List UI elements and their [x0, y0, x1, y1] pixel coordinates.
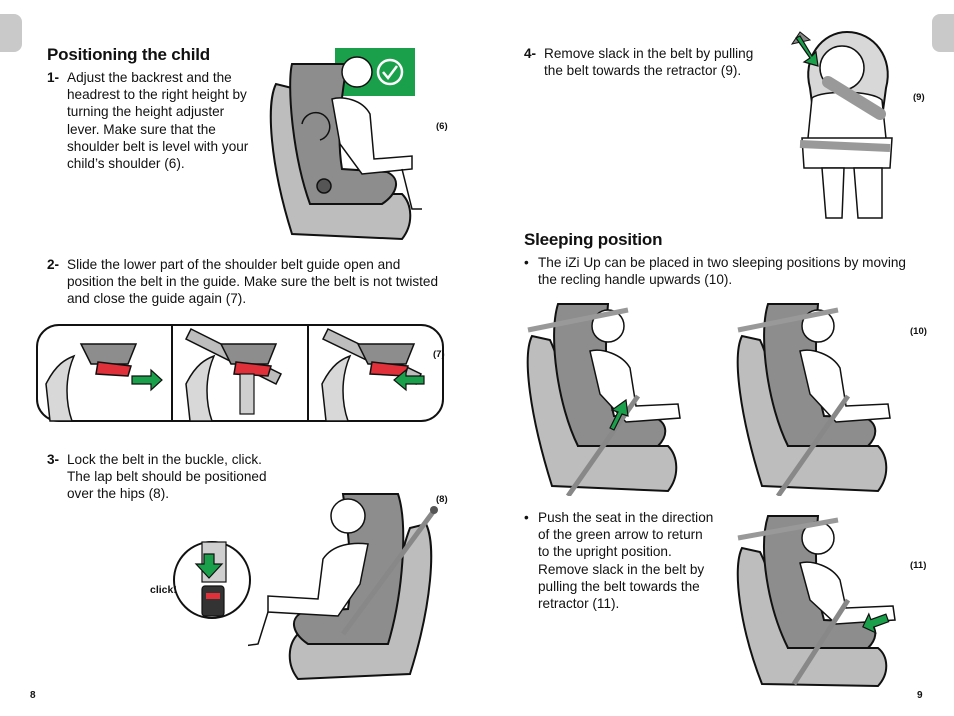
page-tab-left — [0, 14, 22, 52]
step-1-number: 1- — [47, 70, 60, 85]
figure-7-illustration — [36, 324, 444, 422]
step-1: 1- Adjust the backrest and the headrest … — [47, 69, 257, 172]
figure-11-label: (11) — [910, 560, 927, 571]
buckle-detail-illustration — [173, 541, 251, 619]
bullet-1-dot: • — [524, 255, 529, 270]
step-2-text: Slide the lower part of the shoulder bel… — [67, 257, 439, 307]
green-arrow-icon — [131, 368, 163, 392]
green-arrow-icon — [795, 35, 819, 67]
step-3: 3- Lock the belt in the buckle, click. T… — [47, 451, 272, 503]
step-3-number: 3- — [47, 452, 60, 467]
step-4: 4- Remove slack in the belt by pulling t… — [524, 45, 764, 79]
heading-positioning-child: Positioning the child — [47, 45, 210, 64]
figure-6-label: (6) — [436, 121, 448, 132]
step-4-number: 4- — [524, 46, 537, 61]
step-1-text: Adjust the backrest and the headrest to … — [67, 70, 249, 172]
step-2-number: 2- — [47, 257, 60, 272]
page-tab-right — [932, 14, 954, 52]
figure-9-illustration — [790, 30, 893, 219]
child-body — [799, 349, 891, 423]
figure-8-illustration — [248, 493, 438, 681]
bullet-1: • The iZi Up can be placed in two sleepi… — [524, 254, 914, 288]
page-number-left: 8 — [30, 690, 36, 701]
bullet-2-dot: • — [524, 510, 529, 525]
green-arrow-icon — [194, 553, 224, 579]
figure-9-label: (9) — [913, 92, 925, 103]
child-body — [331, 97, 413, 175]
bullet-1-text: The iZi Up can be placed in two sleeping… — [538, 255, 906, 288]
step-4-text: Remove slack in the belt by pulling the … — [544, 46, 754, 79]
bullet-2-text: Push the seat in the direction of the gr… — [538, 510, 714, 612]
child-head — [330, 498, 366, 534]
page-number-right: 9 — [917, 690, 923, 701]
figure-7-panel-1 — [45, 343, 163, 422]
red-guide-clip-icon — [95, 361, 132, 377]
step-2: 2- Slide the lower part of the shoulder … — [47, 256, 447, 308]
checkmark-icon — [382, 65, 398, 81]
green-arrow-icon — [609, 398, 629, 431]
child-body — [589, 349, 681, 423]
child-body — [267, 542, 369, 617]
figure-11-illustration — [736, 515, 896, 688]
buckle-icon — [201, 585, 225, 617]
figure-7-panel-2 — [184, 327, 283, 422]
figure-7-panel-3 — [321, 328, 425, 422]
child-head — [341, 56, 373, 88]
checkmark-circle-icon — [376, 58, 404, 86]
step-3-text: Lock the belt in the buckle, click. The … — [67, 452, 267, 502]
figure-8-label: (8) — [436, 494, 448, 505]
bullet-2: • Push the seat in the direction of the … — [524, 509, 714, 612]
click-label: click! — [150, 584, 177, 596]
figure-7-label: (7) — [433, 349, 445, 360]
figure-6-illustration — [269, 48, 422, 241]
green-arrow-icon — [393, 368, 425, 392]
heading-sleeping-position: Sleeping position — [524, 230, 663, 249]
figure-10a-illustration — [526, 303, 681, 496]
figure-10-label: (10) — [910, 326, 927, 337]
height-adjuster-arrow-icon — [301, 111, 331, 141]
figure-10b-illustration — [736, 303, 891, 496]
green-arrow-icon — [862, 612, 890, 634]
adjuster-knob — [316, 178, 332, 194]
